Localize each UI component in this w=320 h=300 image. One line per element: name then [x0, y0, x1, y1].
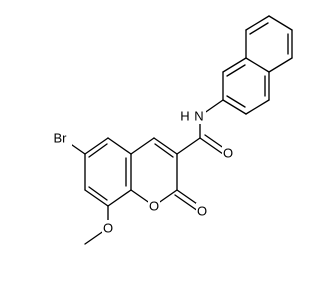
bond: [176, 137, 201, 155]
molecule-structure-diagram: Br O O O O N H: [48, 15, 293, 245]
bond: [249, 22, 269, 35]
bond: [222, 57, 247, 73]
bond: [245, 57, 270, 73]
bond: [154, 143, 174, 158]
bond: [174, 194, 199, 212]
bond: [245, 15, 270, 31]
bond: [107, 137, 132, 155]
methoxy-oxygen-label: O: [103, 221, 113, 236]
atom-label-layer: Br O O O O N H: [48, 108, 234, 236]
bond: [153, 137, 178, 155]
bond: [84, 137, 109, 155]
amide-hydrogen-label: H: [180, 109, 189, 124]
bond: [268, 15, 293, 31]
bond: [84, 189, 109, 207]
bromine-atom: Br: [48, 130, 72, 146]
bond: [88, 186, 108, 201]
bond: [226, 95, 246, 108]
ring-oxygen-atom: O: [148, 198, 160, 214]
ring-oxygen-label: O: [149, 199, 159, 214]
amide-nitrogen-label: N: [194, 109, 203, 124]
bond: [199, 137, 224, 155]
bond: [88, 143, 108, 158]
amide-carbonyl-oxygen-label: O: [223, 146, 233, 161]
lactone-carbonyl-oxygen-atom: O: [196, 203, 208, 219]
bond: [226, 64, 246, 77]
bond: [130, 137, 155, 155]
amide-carbonyl-oxygen-atom: O: [222, 145, 234, 161]
bond: [107, 189, 132, 207]
bond: [222, 99, 247, 115]
bond: [268, 57, 293, 73]
bond: [245, 99, 270, 115]
bromine-label: Br: [54, 131, 68, 146]
bond-layer: [61, 15, 293, 245]
lactone-carbonyl-oxygen-label: O: [197, 204, 207, 219]
amide-nitrogen-atom: N H: [180, 108, 206, 124]
methoxy-oxygen-atom: O: [102, 220, 114, 236]
